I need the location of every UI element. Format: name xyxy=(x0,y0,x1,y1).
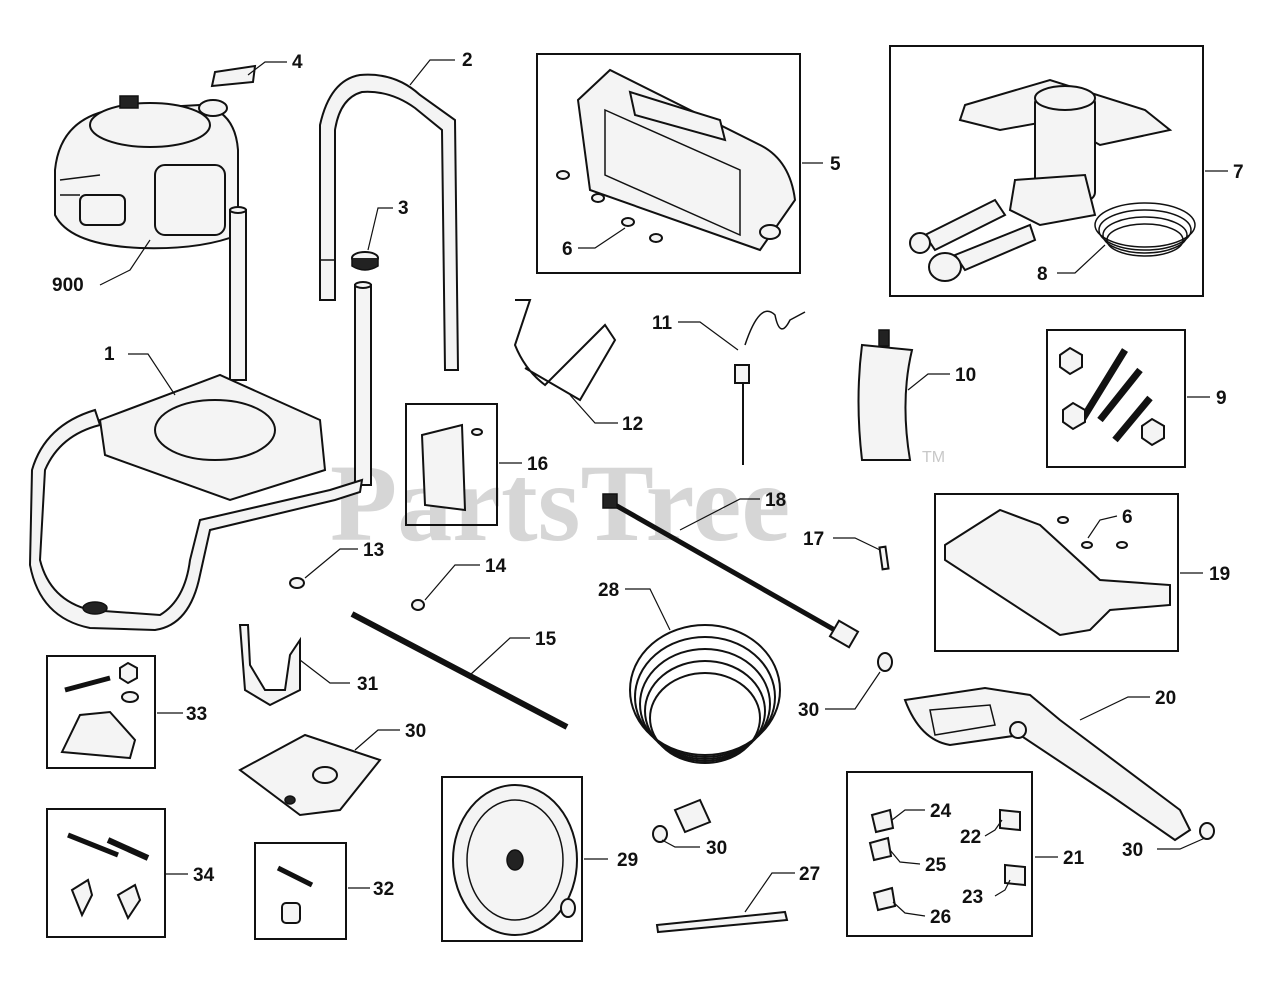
callout-25: 25 xyxy=(925,855,947,876)
callout-1: 1 xyxy=(104,344,115,365)
part-5-box xyxy=(536,53,801,274)
callout-23: 23 xyxy=(962,887,983,908)
callout-30-hose: 30 xyxy=(706,838,727,859)
part-30-washer-wand[interactable] xyxy=(877,652,893,672)
part-6-screws-tray[interactable] xyxy=(1057,516,1128,549)
callout-34: 34 xyxy=(193,865,215,886)
callout-13: 13 xyxy=(363,540,384,561)
part-19-box xyxy=(934,493,1179,652)
callout-30-gun: 30 xyxy=(1122,840,1143,861)
part-2-handle[interactable] xyxy=(319,73,460,371)
callout-14: 14 xyxy=(485,556,507,577)
part-32-bolt-clip[interactable] xyxy=(276,865,314,924)
part-12-wire-bracket[interactable] xyxy=(513,299,617,402)
part-19-tray[interactable] xyxy=(944,508,1171,637)
part-29-box xyxy=(441,776,583,942)
part-29-wheel[interactable] xyxy=(452,784,578,936)
callout-12: 12 xyxy=(622,414,643,435)
part-10-cover[interactable] xyxy=(857,329,914,461)
callout-16: 16 xyxy=(527,454,548,475)
callout-18: 18 xyxy=(765,490,786,511)
part-30-washer-hose[interactable] xyxy=(652,825,668,843)
callout-6-tray: 6 xyxy=(1122,507,1133,528)
part-25-nozzle[interactable] xyxy=(868,836,893,862)
part-24-nozzle[interactable] xyxy=(870,808,895,834)
watermark-text: PartsTree xyxy=(330,442,790,564)
part-28-hose[interactable] xyxy=(629,624,781,834)
callout-15: 15 xyxy=(535,629,557,650)
part-9-bolts-nuts[interactable] xyxy=(1059,346,1165,447)
part-34-box xyxy=(46,808,166,938)
part-3-cap[interactable] xyxy=(351,251,379,271)
part-900-engine[interactable] xyxy=(54,95,239,250)
callout-6-panel: 6 xyxy=(562,239,573,260)
callout-labels: 900 1 2 3 4 5 6 7 8 9 10 11 12 13 14 15 … xyxy=(52,50,1244,928)
callout-4: 4 xyxy=(292,52,303,73)
callout-17: 17 xyxy=(803,529,824,550)
callout-29: 29 xyxy=(617,850,638,871)
part-11-sensor[interactable] xyxy=(734,310,806,465)
part-8-bypass-hose[interactable] xyxy=(1094,202,1196,257)
part-18-wand[interactable] xyxy=(602,493,860,649)
part-14-washer[interactable] xyxy=(411,599,425,611)
callout-900: 900 xyxy=(52,275,84,296)
part-4-decal[interactable] xyxy=(210,64,257,88)
part-6-screws-panel[interactable] xyxy=(556,170,663,243)
part-23-nozzle[interactable] xyxy=(1004,863,1026,887)
callout-20: 20 xyxy=(1155,688,1176,709)
part-16-box xyxy=(405,403,498,526)
part-22-nozzle[interactable] xyxy=(999,808,1021,832)
part-26-nozzle[interactable] xyxy=(872,886,897,912)
callout-33: 33 xyxy=(186,704,207,725)
callout-28: 28 xyxy=(598,580,619,601)
part-7-box xyxy=(889,45,1204,297)
callout-21: 21 xyxy=(1063,848,1085,869)
callout-26: 26 xyxy=(930,907,951,928)
part-15-axle[interactable] xyxy=(350,611,569,730)
part-21-box xyxy=(846,771,1033,937)
part-1-frame[interactable] xyxy=(28,206,372,632)
part-31-holder[interactable] xyxy=(238,624,301,707)
part-9-box xyxy=(1046,329,1186,468)
callout-8: 8 xyxy=(1037,264,1048,285)
part-30-washer-gun[interactable] xyxy=(1199,822,1215,840)
part-17-pin[interactable] xyxy=(878,545,890,571)
part-34-bolt-knob-kit[interactable] xyxy=(67,832,150,921)
callout-30-plate: 30 xyxy=(405,721,426,742)
callout-5: 5 xyxy=(830,154,841,175)
callout-22: 22 xyxy=(960,827,981,848)
part-33-box xyxy=(46,655,156,769)
callout-32: 32 xyxy=(373,879,394,900)
part-5-control-panel[interactable] xyxy=(576,68,797,252)
part-27-strap[interactable] xyxy=(655,910,789,934)
callout-9: 9 xyxy=(1216,388,1227,409)
part-32-box xyxy=(254,842,347,940)
callout-27: 27 xyxy=(799,864,820,885)
callout-19: 19 xyxy=(1209,564,1230,585)
callout-10: 10 xyxy=(955,365,976,386)
callout-3: 3 xyxy=(398,198,409,219)
part-33-foot-kit[interactable] xyxy=(60,661,139,760)
callout-24: 24 xyxy=(930,801,952,822)
watermark-trademark: TM xyxy=(922,449,945,466)
callout-30-wand: 30 xyxy=(798,700,819,721)
callout-2: 2 xyxy=(462,50,473,71)
callout-11: 11 xyxy=(652,313,673,334)
part-20-spray-gun[interactable] xyxy=(903,686,1192,842)
part-30-base-plate[interactable] xyxy=(238,733,382,817)
leader-lines xyxy=(99,59,1228,917)
part-16-plate[interactable] xyxy=(420,423,483,512)
part-7-pump[interactable] xyxy=(909,78,1173,282)
callout-31: 31 xyxy=(357,674,379,695)
callout-7: 7 xyxy=(1233,162,1244,183)
part-13-washer[interactable] xyxy=(289,577,305,589)
